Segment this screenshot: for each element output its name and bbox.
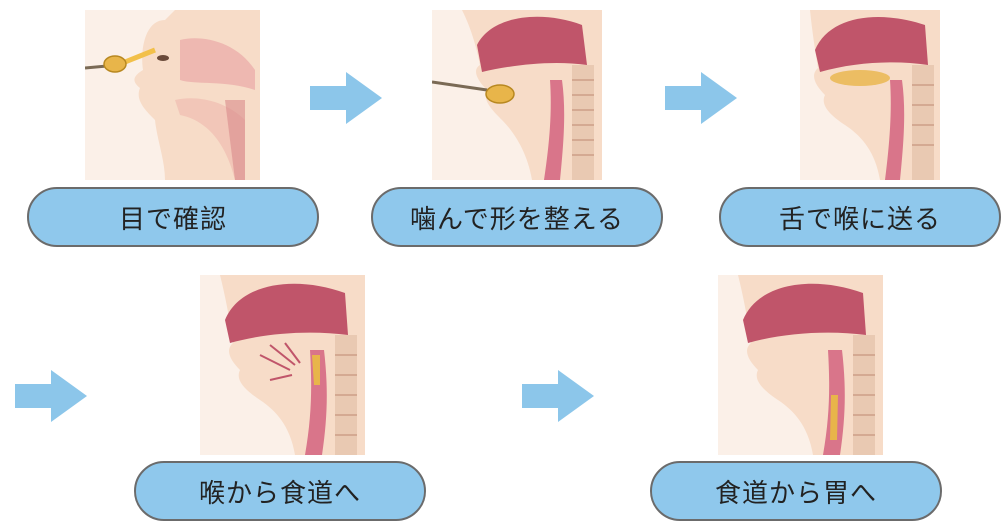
step-1-illustration [85, 10, 260, 180]
arrow-right-icon [310, 72, 382, 124]
step-1-label: 目で確認 [27, 187, 319, 247]
step-5-label: 食道から胃へ [650, 461, 942, 521]
step-4-illustration [200, 275, 365, 455]
step-2-illustration [432, 10, 602, 180]
arrow-right-icon [665, 72, 737, 124]
step-3-illustration [800, 10, 940, 180]
step-5-illustration [718, 275, 883, 455]
step-2-label: 噛んで形を整える [371, 187, 663, 247]
step-3-label: 舌で喉に送る [719, 187, 1001, 247]
step-4-label: 喉から食道へ [134, 461, 426, 521]
arrow-right-icon [15, 370, 87, 422]
arrow-right-icon [522, 370, 594, 422]
